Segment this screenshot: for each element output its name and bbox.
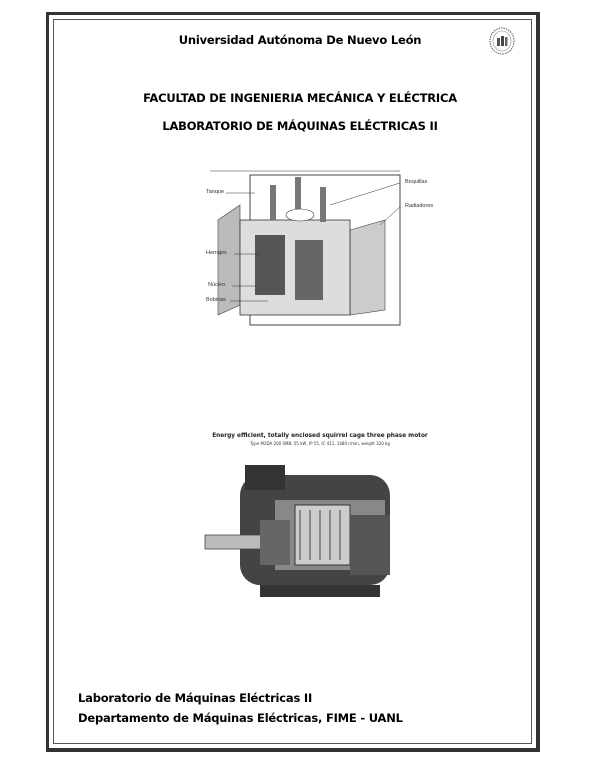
footer-lab: Laboratorio de Máquinas Eléctricas II <box>78 691 313 705</box>
motor-cutaway-image <box>204 465 390 597</box>
page-border <box>46 12 540 752</box>
page-border-inner <box>53 19 532 744</box>
university-seal-logo <box>489 27 515 55</box>
transformer-figure: Tanque Boquillas Radiadores Herrajes Núc… <box>200 165 440 330</box>
label-tanque: Tanque <box>206 189 225 195</box>
university-title: Universidad Autónoma De Nuevo León <box>178 33 422 47</box>
label-nucleo: Núcleo <box>208 282 226 288</box>
lab-title: LABORATORIO DE MÁQUINAS ELÉCTRICAS II <box>162 119 438 133</box>
motor-subcaption: Type M2DA 200 SMB, 55 kW, IP 55, IC 411,… <box>250 441 390 446</box>
label-boquillas: Boquillas <box>405 179 428 185</box>
footer-department: Departamento de Máquinas Eléctricas, FIM… <box>78 711 403 725</box>
faculty-title: FACULTAD DE INGENIERIA MECÁNICA Y ELÉCTR… <box>143 91 457 105</box>
transformer-cutaway-image <box>210 170 401 326</box>
label-herrajes: Herrajes <box>206 250 227 256</box>
label-bobinas: Bobinas <box>206 297 226 303</box>
label-radiadores: Radiadores <box>405 203 434 209</box>
motor-caption: Energy efficient, totally enclosed squir… <box>212 433 428 439</box>
